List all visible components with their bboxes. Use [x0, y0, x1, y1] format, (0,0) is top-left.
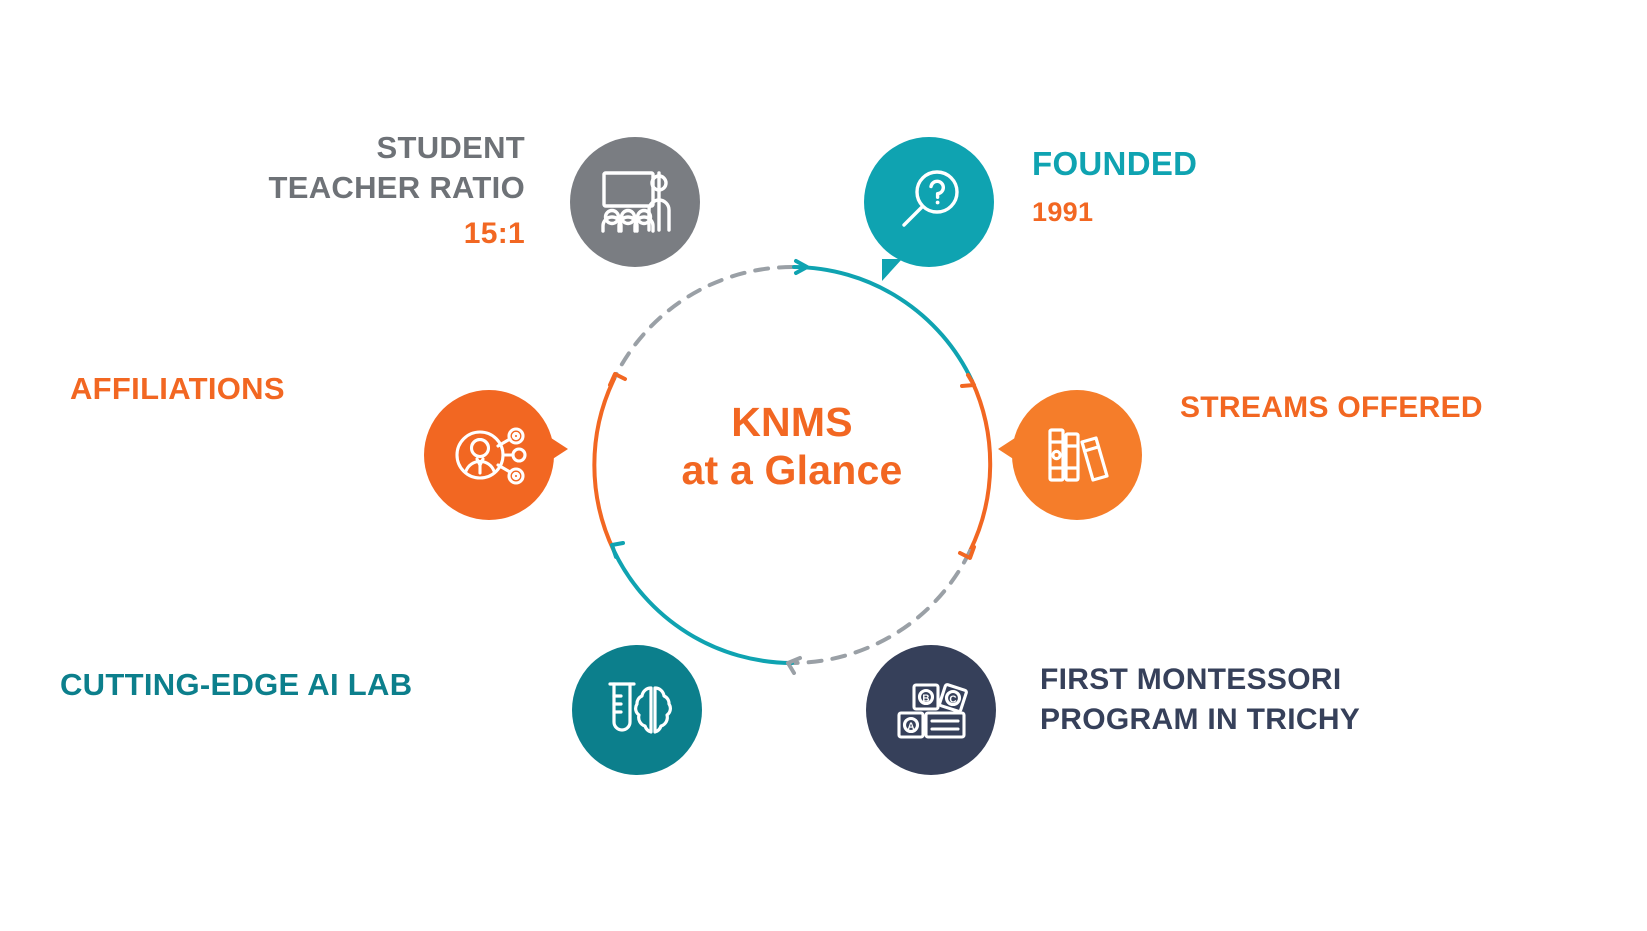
value-founded-year: 1991 [1032, 197, 1094, 228]
svg-text:B: B [922, 694, 929, 705]
node-cutting-edge-ai-lab[interactable] [572, 645, 702, 775]
label-ailab-title: CUTTING-EDGE AI LAB [60, 667, 413, 702]
alphabet-blocks-icon: B C A [894, 677, 968, 743]
node-first-montessori-program[interactable]: B C A [866, 645, 996, 775]
value-student-teacher-ratio: 15:1 [463, 217, 525, 251]
node-founded[interactable] [864, 137, 994, 281]
test-tube-brain-icon [599, 676, 675, 744]
label-student-teacher-ratio: STUDENT TEACHER RATIO 15:1 [150, 128, 525, 254]
person-network-icon [451, 420, 527, 490]
label-streams-title: STREAMS OFFERED [1180, 391, 1483, 424]
label-cutting-edge-ai-lab: CUTTING-EDGE AI LAB [60, 666, 510, 705]
label-ratio-line2: TEACHER RATIO [268, 169, 525, 205]
svg-text:C: C [949, 695, 956, 706]
node-student-teacher-ratio[interactable] [570, 137, 700, 267]
label-montessori-line2: PROGRAM IN TRICHY [1040, 702, 1361, 736]
classroom-teaching-icon [596, 166, 674, 238]
label-affiliations: AFFILIATIONS [70, 370, 390, 409]
label-streams-offered: STREAMS OFFERED [1180, 389, 1610, 427]
label-first-montessori-program: FIRST MONTESSORI PROGRAM IN TRICHY [1040, 660, 1490, 740]
node-affiliations[interactable] [424, 390, 568, 520]
label-founded: FOUNDED 1991 [1032, 143, 1452, 230]
books-icon [1042, 420, 1112, 490]
orbit-ring [582, 255, 1002, 675]
label-montessori-line1: FIRST MONTESSORI [1040, 663, 1342, 696]
svg-text:A: A [907, 722, 914, 733]
node-streams-offered[interactable] [998, 390, 1142, 520]
magnifier-question-icon [892, 165, 966, 239]
label-affil-title: AFFILIATIONS [70, 371, 285, 406]
label-ratio-line1: STUDENT [376, 130, 525, 165]
label-founded-title: FOUNDED [1032, 145, 1198, 182]
